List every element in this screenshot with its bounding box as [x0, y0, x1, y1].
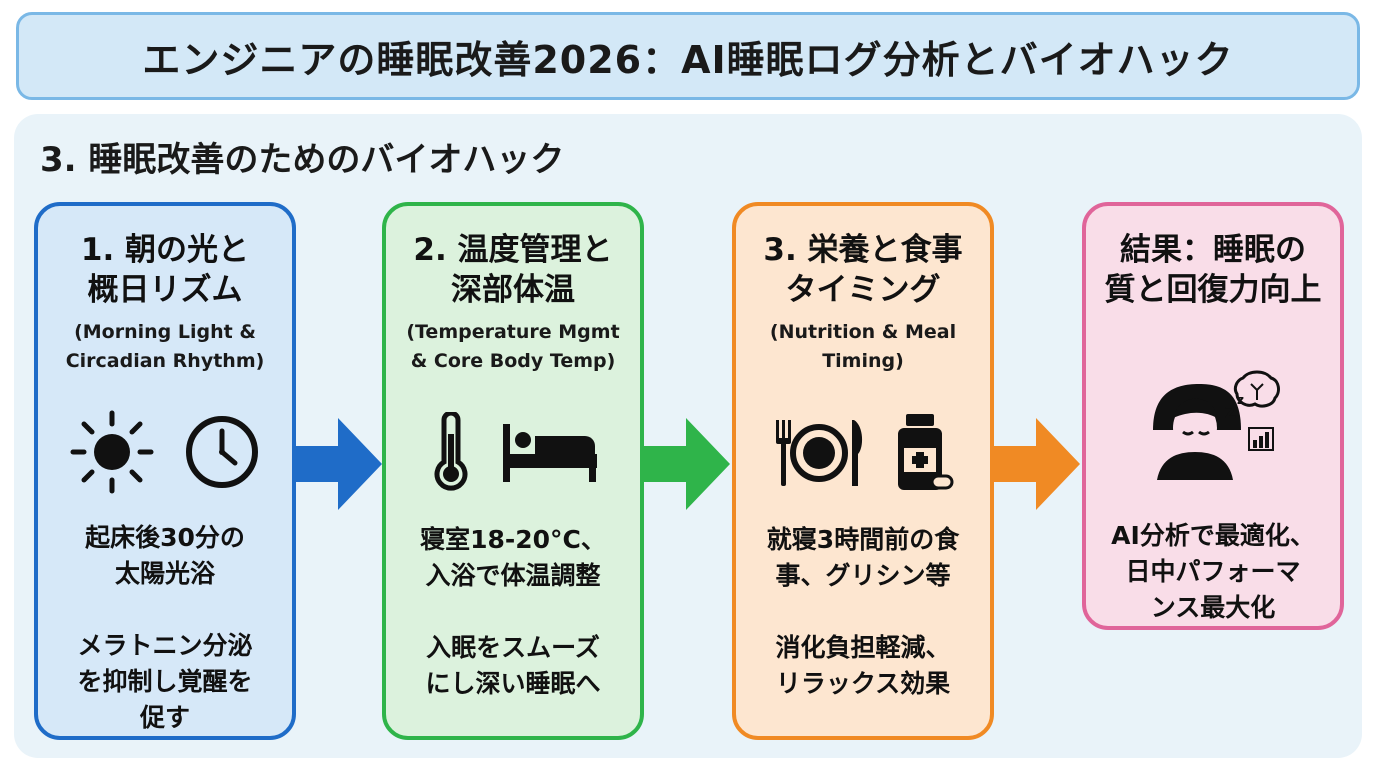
clock-icon	[186, 416, 258, 488]
title-banner: エンジニアの睡眠改善2026：AI睡眠ログ分析とバイオハック	[16, 12, 1360, 100]
card-nutrition: 3. 栄養と食事 タイミング (Nutrition & Meal Timing)	[732, 202, 994, 740]
card-title: 1. 朝の光と 概日リズム	[80, 232, 250, 308]
svg-text:Z: Z	[1225, 403, 1237, 422]
section-title: 3. 睡眠改善のためのバイオハック	[40, 140, 565, 180]
card-subtitle: (Nutrition & Meal Timing)	[769, 321, 957, 372]
card-text-secondary: 消化負担軽減、 リラックス効果	[775, 633, 951, 698]
card-icons: Z z	[1143, 368, 1283, 492]
thermometer-icon	[434, 412, 468, 491]
card-result: 結果：睡眠の 質と回復力向上 Z z AI分析で最適化、 日中パフォーマ ンス最…	[1082, 202, 1344, 630]
supplement-bottle-icon	[898, 414, 954, 490]
arrow-right-icon	[990, 418, 1080, 510]
card-title: 結果：睡眠の 質と回復力向上	[1104, 232, 1322, 308]
card-subtitle: (Temperature Mgmt & Core Body Temp)	[406, 321, 620, 372]
card-title: 3. 栄養と食事 タイミング	[763, 232, 963, 308]
card-temperature: 2. 温度管理と 深部体温 (Temperature Mgmt & Core B…	[382, 202, 644, 740]
card-text-secondary: 入眠をスムーズ にし深い睡眠へ	[425, 633, 601, 698]
card-icons	[69, 398, 261, 506]
card-icons	[772, 398, 954, 508]
arrow-right-icon	[292, 418, 382, 510]
card-text-secondary: メラトニン分泌 を抑制し覚醒を 促す	[77, 631, 253, 732]
page-title: エンジニアの睡眠改善2026：AI睡眠ログ分析とバイオハック	[142, 37, 1234, 82]
sleeping-person-brain-icon: Z z	[1153, 370, 1280, 480]
bed-icon	[503, 424, 597, 482]
card-morning-light: 1. 朝の光と 概日リズム (Morning Light & Circadian…	[34, 202, 296, 740]
card-text-primary: 就寝3時間前の食 事、グリシン等	[766, 525, 960, 590]
arrow-right-icon	[640, 418, 730, 510]
sun-icon	[70, 410, 154, 494]
card-text-primary: 起床後30分の 太陽光浴	[85, 523, 245, 588]
card-icons	[429, 398, 597, 508]
card-subtitle: (Morning Light & Circadian Rhythm)	[65, 321, 265, 372]
card-text-primary: 寝室18-20°C、 入浴で体温調整	[420, 525, 606, 590]
card-text-primary: AI分析で最適化、 日中パフォーマ ンス最大化	[1111, 521, 1315, 622]
card-title: 2. 温度管理と 深部体温	[413, 232, 613, 308]
fork-knife-plate-icon	[776, 420, 863, 486]
